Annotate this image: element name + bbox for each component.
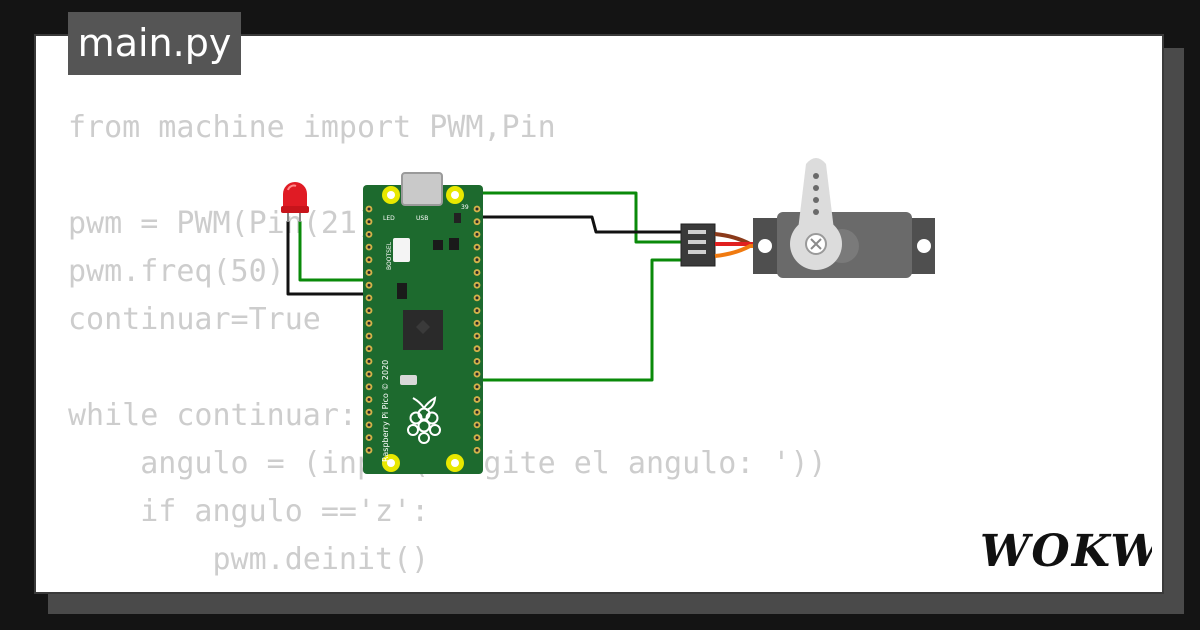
led-label: LED <box>383 215 395 222</box>
wokwi-logo: WOKWI <box>980 526 1152 576</box>
code-line: if angulo =='z': <box>68 494 430 529</box>
pin-header <box>365 205 481 454</box>
wire-vbus[interactable] <box>468 191 692 244</box>
pin-hole <box>367 436 371 440</box>
pin-hole <box>367 245 371 249</box>
pin-hole <box>367 398 371 401</box>
usb-label: USB <box>416 215 428 222</box>
code-line: pwm.freq(50) <box>68 254 285 289</box>
wire-signal[interactable] <box>468 258 692 382</box>
pin-hole <box>475 372 479 376</box>
pin-hole <box>475 232 479 236</box>
pico-board[interactable]: LED USB 39 BOOTSEL Raspberry Pi Pico © 2… <box>363 172 483 474</box>
pin-hole <box>367 347 371 351</box>
pin-hole <box>367 220 371 224</box>
code-line: continuar=True <box>68 302 321 337</box>
pin-hole <box>475 423 479 427</box>
pin-hole <box>475 321 479 325</box>
code-line: pwm.deinit() <box>68 542 430 577</box>
pin-hole <box>475 245 479 249</box>
filename-tab[interactable]: main.py <box>68 12 241 75</box>
pin-hole <box>475 207 479 211</box>
pin-hole <box>475 448 479 452</box>
wire-gnd[interactable] <box>468 215 692 234</box>
raspberry-logo-icon <box>407 396 441 444</box>
pin-hole <box>367 385 371 389</box>
pin-hole <box>367 423 371 427</box>
code-line: while continuar: <box>68 398 357 433</box>
pin-hole <box>475 436 479 440</box>
servo-connector[interactable] <box>680 223 716 267</box>
pin-hole <box>367 372 371 376</box>
bootsel-label: BOOTSEL <box>386 241 393 270</box>
pin-hole <box>367 309 371 313</box>
code-line: from machine import PWM,Pin <box>68 110 556 145</box>
svg-text:WOKWI: WOKWI <box>980 526 1152 576</box>
wires <box>286 191 692 382</box>
servo-motor[interactable] <box>753 158 935 278</box>
pin-hole <box>367 410 371 414</box>
pin-hole <box>367 271 371 274</box>
pin-hole <box>475 398 479 401</box>
pin-hole <box>475 385 479 389</box>
pin-hole <box>367 334 371 338</box>
pin-hole <box>475 258 479 262</box>
pin-hole <box>475 309 479 313</box>
pin-hole <box>367 258 371 262</box>
pin-hole <box>475 271 479 274</box>
pin-hole <box>475 296 479 300</box>
pin-hole <box>475 359 479 363</box>
pin-hole <box>367 359 371 363</box>
pin-hole <box>367 207 371 211</box>
code-line: continuar = False <box>68 584 827 592</box>
pin-hole <box>367 232 371 236</box>
wire-led-anode[interactable] <box>298 220 378 282</box>
pin-number-label: 39 <box>461 204 469 211</box>
bootsel-button[interactable] <box>393 238 410 262</box>
red-led[interactable] <box>281 182 309 222</box>
pin-hole <box>367 283 371 287</box>
pin-hole <box>475 334 479 338</box>
pin-hole <box>475 220 479 224</box>
wire-led-cathode[interactable] <box>286 220 378 296</box>
pin-hole <box>367 321 371 325</box>
pin-hole <box>475 347 479 351</box>
pin-hole <box>475 410 479 414</box>
board-name: Raspberry Pi Pico © 2020 <box>381 360 390 462</box>
pin-hole <box>367 296 371 300</box>
usb-connector <box>401 172 443 206</box>
pin-hole <box>475 283 479 287</box>
pin-hole <box>367 448 371 452</box>
